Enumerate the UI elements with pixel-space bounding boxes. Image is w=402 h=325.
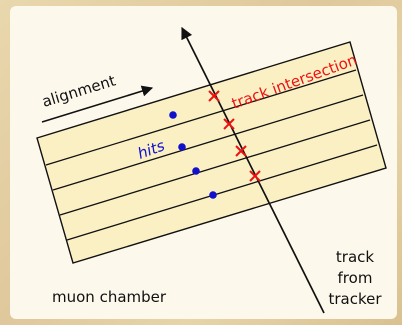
track-label-line: tracker: [328, 290, 382, 308]
chamber-layers: [45, 69, 378, 241]
chamber-layer: [66, 144, 378, 241]
intersection-marker: [235, 145, 247, 157]
muon-chamber-label: muon chamber: [52, 288, 167, 306]
muon-chamber: [36, 41, 387, 264]
hits: [169, 111, 217, 199]
alignment-label: alignment: [40, 71, 118, 110]
hit-point: [209, 191, 217, 199]
chamber-layer: [59, 119, 371, 216]
intersection-marker: [208, 90, 220, 102]
track-label-line: from: [338, 269, 373, 287]
intersection-marker: [249, 170, 261, 182]
intersection-marker: [223, 118, 235, 130]
track-label-line: track: [336, 248, 374, 266]
chamber-layer: [52, 94, 364, 191]
hit-point: [169, 111, 177, 119]
hit-point: [192, 167, 200, 175]
track-intersections: [208, 90, 261, 182]
chamber-layer: [45, 69, 357, 166]
track-from-tracker-label: track from tracker: [328, 248, 382, 308]
track-line: [181, 26, 325, 314]
hit-point: [178, 143, 186, 151]
alignment-arrow: [41, 85, 154, 123]
